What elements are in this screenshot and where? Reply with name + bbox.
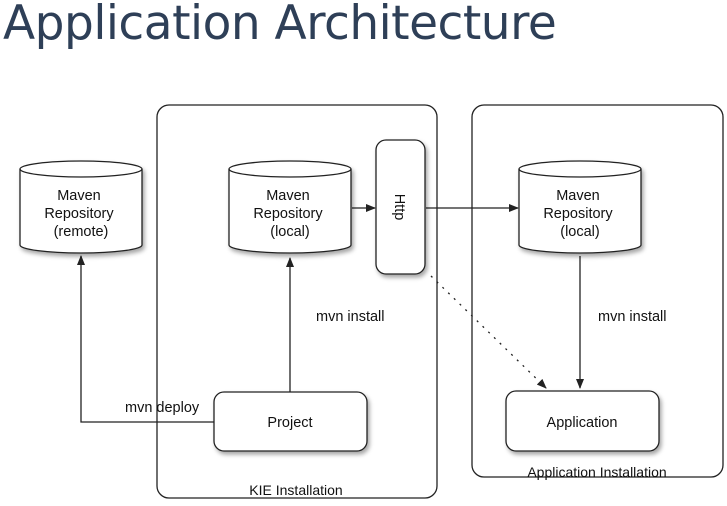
edge-http-to-application-dotted	[430, 275, 547, 389]
application-label: Application	[547, 415, 618, 431]
project-node: Project	[213, 391, 368, 452]
svg-text:Maven Repository (: Maven Repository (local)	[253, 188, 326, 240]
svg-text:Maven Repository (: Maven Repository (local)	[543, 188, 616, 240]
kie-installation-label: KIE Installation	[249, 482, 342, 498]
edge-kie-install-label: mvn install	[316, 309, 385, 325]
maven-repository-kie-local-node: Maven Repository (local)	[228, 160, 352, 254]
application-node: Application	[505, 390, 660, 452]
maven-repository-app-local-node: Maven Repository (local)	[518, 160, 642, 254]
app-repo-line-1: Maven	[556, 188, 600, 204]
http-node: Http	[375, 139, 426, 275]
app-repo-line-2: Repository	[543, 206, 613, 222]
project-label: Project	[267, 415, 312, 431]
remote-repo-line-2: Repository	[44, 206, 114, 222]
page-title: Application Architecture	[3, 0, 557, 51]
edge-deploy-label: mvn deploy	[125, 400, 200, 416]
svg-text:Maven Repository (: Maven Repository (remote)	[44, 188, 117, 240]
remote-repo-line-1: Maven	[57, 188, 101, 204]
remote-repo-line-3: (remote)	[54, 224, 109, 240]
kie-repo-line-2: Repository	[253, 206, 323, 222]
edge-app-install-label: mvn install	[598, 309, 667, 325]
edge-deploy	[77, 255, 214, 423]
app-repo-line-3: (local)	[560, 224, 599, 240]
application-installation-label: Application Installation	[527, 464, 666, 480]
maven-repository-remote-node: Maven Repository (remote)	[19, 160, 143, 254]
http-label: Http	[391, 194, 407, 221]
kie-repo-line-1: Maven	[266, 188, 310, 204]
kie-repo-line-3: (local)	[270, 224, 309, 240]
